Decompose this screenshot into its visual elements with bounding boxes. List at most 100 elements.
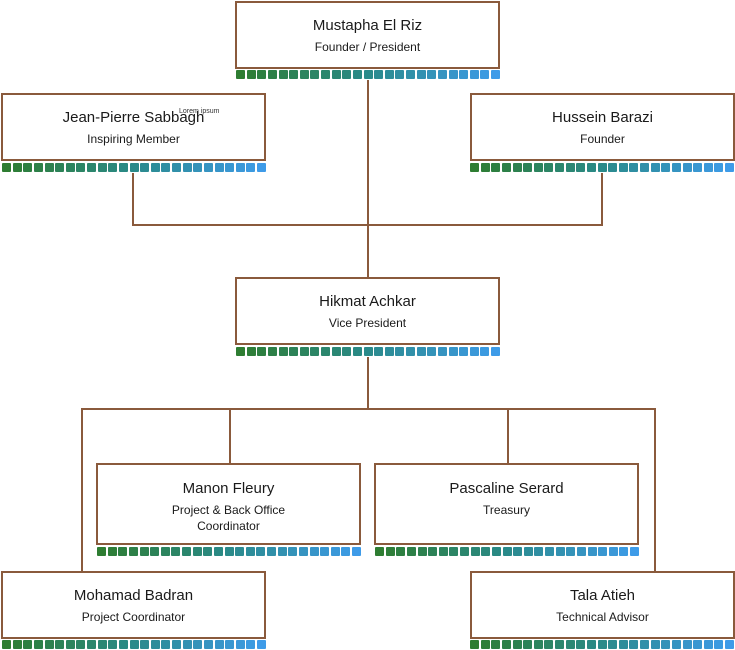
strip-segment xyxy=(341,547,351,556)
strip-segment xyxy=(437,347,447,356)
strip-segment xyxy=(406,347,416,356)
strip-segment xyxy=(618,640,628,649)
strip-segment xyxy=(586,163,596,172)
strip-segment xyxy=(278,347,288,356)
strip-segment xyxy=(661,163,671,172)
strip-segment xyxy=(416,70,426,79)
strip-segment xyxy=(533,163,543,172)
strip-segment xyxy=(427,347,437,356)
strip-segment xyxy=(618,163,628,172)
strip-segment xyxy=(555,547,565,556)
strip-segment xyxy=(128,547,138,556)
strip-segment xyxy=(225,640,235,649)
node-role: Inspiring Member xyxy=(87,132,180,146)
strip-segment xyxy=(586,640,596,649)
strip-segment xyxy=(565,640,575,649)
strip-segment xyxy=(565,163,575,172)
strip-segment xyxy=(257,347,267,356)
strip-segment xyxy=(331,347,341,356)
strip-segment xyxy=(650,640,660,649)
node-name: Manon Fleury xyxy=(182,480,275,497)
strip-segment xyxy=(65,640,75,649)
strip-segment xyxy=(172,163,182,172)
node-manon: Manon Fleury Project & Back Office Coord… xyxy=(96,463,361,545)
strip-segment xyxy=(428,547,438,556)
strip-segment xyxy=(23,640,33,649)
strip-segment xyxy=(491,70,501,79)
strip-segment xyxy=(469,347,479,356)
strip-segment xyxy=(630,547,640,556)
strip-segment xyxy=(289,347,299,356)
node-mohamad: Mohamad Badran Project Coordinator xyxy=(1,571,266,639)
strip-segment xyxy=(33,163,43,172)
strip-segment xyxy=(299,70,309,79)
strip-segment xyxy=(501,163,511,172)
strip-segment xyxy=(289,70,299,79)
strip-segment xyxy=(236,347,246,356)
strip-segment xyxy=(693,163,703,172)
strip-segment xyxy=(725,640,735,649)
strip-segment xyxy=(161,163,171,172)
strip-segment xyxy=(129,640,139,649)
strip-segment xyxy=(513,547,523,556)
strip-segment xyxy=(491,347,501,356)
strip-segment xyxy=(608,547,618,556)
color-strip xyxy=(470,640,735,649)
strip-segment xyxy=(671,163,681,172)
strip-segment xyxy=(172,640,182,649)
node-name: Hussein Barazi xyxy=(552,109,653,126)
strip-segment xyxy=(470,547,480,556)
node-name: Mustapha El Riz xyxy=(312,17,423,34)
strip-segment xyxy=(277,547,287,556)
node-name: Hikmat Achkar xyxy=(319,293,416,310)
strip-segment xyxy=(534,547,544,556)
strip-segment xyxy=(544,163,554,172)
strip-segment xyxy=(140,163,150,172)
strip-segment xyxy=(118,640,128,649)
strip-segment xyxy=(470,640,480,649)
strip-segment xyxy=(161,640,171,649)
strip-segment xyxy=(342,70,352,79)
strip-segment xyxy=(406,70,416,79)
node-hikmat: Hikmat Achkar Vice President xyxy=(235,277,500,345)
node-name: Pascaline Serard xyxy=(449,480,564,497)
strip-segment xyxy=(448,70,458,79)
node-role: Treasury xyxy=(483,503,530,517)
strip-segment xyxy=(629,640,639,649)
strip-segment xyxy=(608,640,618,649)
strip-segment xyxy=(203,640,213,649)
strip-segment xyxy=(76,640,86,649)
strip-segment xyxy=(203,547,213,556)
strip-segment xyxy=(395,70,405,79)
strip-segment xyxy=(629,163,639,172)
strip-segment xyxy=(236,70,246,79)
strip-segment xyxy=(480,70,490,79)
strip-segment xyxy=(650,163,660,172)
strip-segment xyxy=(352,70,362,79)
strip-segment xyxy=(597,163,607,172)
strip-segment xyxy=(385,547,395,556)
strip-segment xyxy=(523,163,533,172)
strip-segment xyxy=(555,640,565,649)
node-role: Vice President xyxy=(328,316,407,330)
color-strip xyxy=(2,640,267,649)
node-mustapha: Mustapha El Riz Founder / President xyxy=(235,1,500,69)
strip-segment xyxy=(225,163,235,172)
strip-segment xyxy=(310,70,320,79)
strip-segment xyxy=(375,547,385,556)
strip-segment xyxy=(97,640,107,649)
strip-segment xyxy=(235,547,245,556)
strip-segment xyxy=(33,640,43,649)
color-strip xyxy=(470,163,735,172)
strip-segment xyxy=(298,547,308,556)
strip-segment xyxy=(246,347,256,356)
strip-segment xyxy=(384,70,394,79)
color-strip xyxy=(97,547,362,556)
strip-segment xyxy=(460,547,470,556)
connector-line xyxy=(132,224,603,226)
strip-segment xyxy=(555,163,565,172)
strip-segment xyxy=(480,163,490,172)
strip-segment xyxy=(438,547,448,556)
strip-segment xyxy=(619,547,629,556)
node-role: Founder / President xyxy=(314,40,421,54)
